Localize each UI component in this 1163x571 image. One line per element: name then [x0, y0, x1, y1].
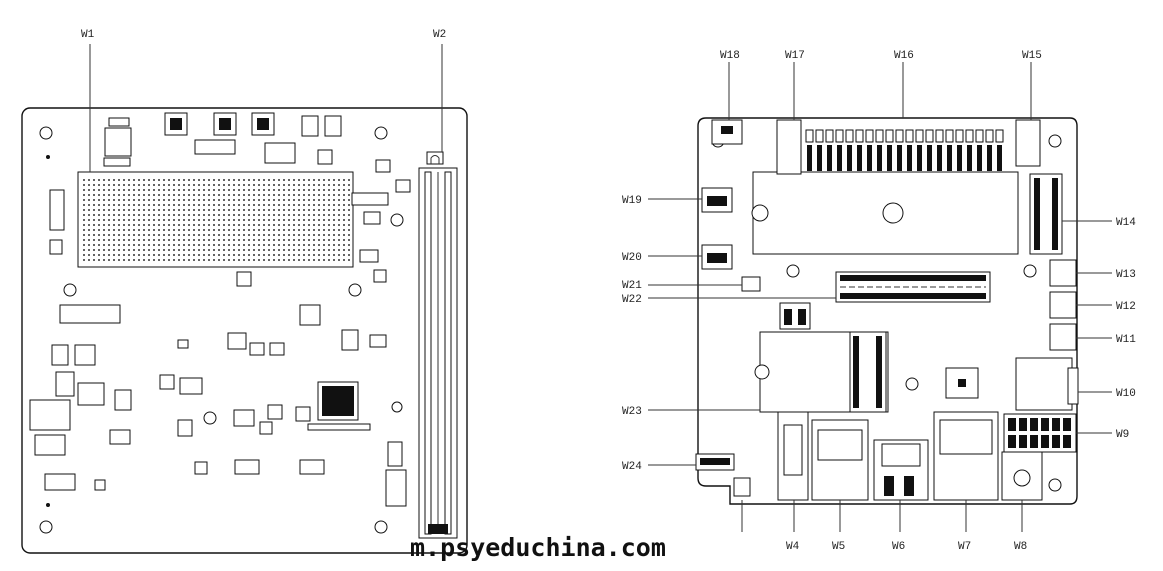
left-middle-components: [109, 249, 387, 475]
label-w21: W21: [622, 280, 642, 292]
watermark: m.psyeduchina.com: [410, 533, 666, 562]
w23-m2-area: [754, 302, 889, 413]
w15-connector: [1015, 119, 1041, 167]
w1-bga-area: [77, 171, 354, 268]
w16-pin-header: [805, 129, 1004, 171]
w11-connector: [1049, 323, 1077, 351]
w10-sd-slot: [1015, 357, 1073, 411]
label-w17: W17: [785, 50, 805, 62]
label-w24: W24: [622, 461, 642, 473]
right-board: [695, 117, 1079, 505]
w22-sodimm: [835, 271, 991, 303]
label-w12: W12: [1116, 301, 1136, 313]
label-w23: W23: [622, 406, 642, 418]
label-w11: W11: [1116, 334, 1136, 346]
label-w19: W19: [622, 195, 642, 207]
w21-connector: [741, 276, 761, 292]
w17-connector: [776, 119, 802, 175]
label-w7: W7: [958, 541, 971, 553]
left-top-components: [103, 112, 342, 167]
w2-slot: [418, 151, 458, 539]
label-w1: W1: [81, 29, 95, 41]
right-leaders: [648, 62, 1112, 532]
label-w5: W5: [832, 541, 845, 553]
label-w13: W13: [1116, 269, 1136, 281]
label-w22: W22: [622, 294, 642, 306]
w13-connector: [1049, 259, 1077, 287]
label-w14: W14: [1116, 217, 1136, 229]
left-right-small-parts: [351, 159, 411, 507]
label-w2: W2: [433, 29, 446, 41]
label-w8: W8: [1014, 541, 1027, 553]
label-w9: W9: [1116, 429, 1129, 441]
label-w4: W4: [786, 541, 800, 553]
left-edge-components: [29, 189, 121, 491]
label-w20: W20: [622, 252, 642, 264]
left-board: W1 W2: [21, 29, 468, 554]
w12-connector: [1049, 291, 1077, 319]
label-w6: W6: [892, 541, 905, 553]
label-w15: W15: [1022, 50, 1042, 62]
label-w10: W10: [1116, 388, 1136, 400]
label-w16: W16: [894, 50, 914, 62]
label-w18: W18: [720, 50, 740, 62]
